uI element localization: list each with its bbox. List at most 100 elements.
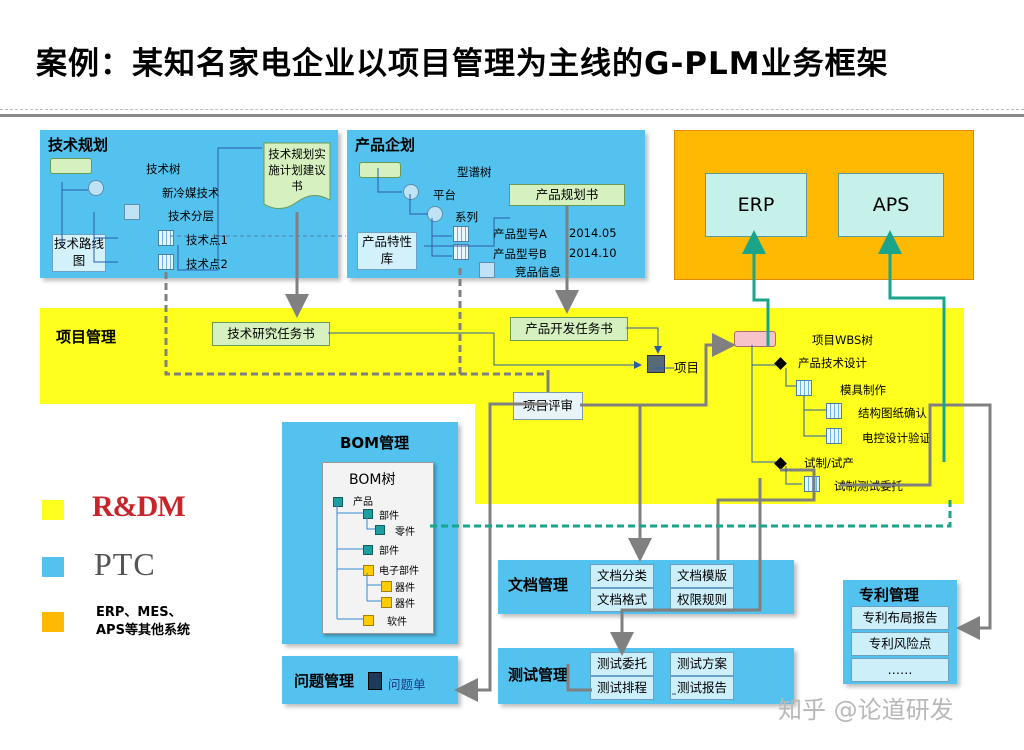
patent-layout-box: 专利布局报告 bbox=[851, 606, 949, 630]
doc-category-label: 文档分类 bbox=[596, 568, 647, 583]
tech-plan-document: 技术规划实施计划建议书 bbox=[263, 142, 331, 212]
project-label: 项目 bbox=[674, 360, 700, 375]
doc-template-box: 文档模版 bbox=[670, 564, 734, 588]
wbs-tech-design-label: 产品技术设计 bbox=[798, 356, 867, 370]
test-report-box: 测试报告 bbox=[670, 676, 734, 700]
bom-electronic-label: 电子部件 bbox=[379, 566, 419, 577]
bom-part-icon bbox=[375, 525, 385, 535]
issue-mgmt-panel: 问题管理 问题单 bbox=[282, 656, 458, 704]
doc-format-box: 文档格式 bbox=[590, 588, 654, 612]
model-b-date: 2014.10 bbox=[569, 246, 617, 260]
wbs-trial-label: 试制/试产 bbox=[804, 456, 854, 470]
tech-node-icon bbox=[88, 180, 104, 196]
test-mgmt-header: 测试管理 bbox=[508, 666, 569, 684]
patent-risk-label: 专利风险点 bbox=[868, 636, 932, 651]
patent-risk-box: 专利风险点 bbox=[851, 632, 949, 656]
page-title: 案例：某知名家电企业以项目管理为主线的G-PLM业务框架 bbox=[36, 46, 889, 82]
legend-other-swatch bbox=[42, 612, 64, 632]
doc-permission-box: 权限规则 bbox=[670, 588, 734, 612]
doc-category-box: 文档分类 bbox=[590, 564, 654, 588]
dev-task-box: 产品开发任务书 bbox=[510, 317, 628, 341]
bom-product-icon bbox=[333, 497, 343, 507]
product-feature-lib-box: 产品特性库 bbox=[357, 232, 417, 270]
series-label: 系列 bbox=[455, 210, 478, 224]
bom-mgmt-header: BOM管理 bbox=[340, 434, 410, 452]
mold-task-icon bbox=[796, 380, 812, 396]
bom-product-label: 产品 bbox=[353, 497, 373, 508]
doc-mgmt-panel: 文档管理 文档分类 文档模版 文档格式 权限规则 bbox=[498, 560, 794, 614]
product-plan-book-label: 产品规划书 bbox=[535, 187, 599, 202]
bom-software-icon bbox=[363, 615, 374, 626]
rdm-logo: R&DM bbox=[92, 490, 186, 524]
test-request-box: 测试委托 bbox=[590, 652, 654, 676]
legend-ptc-swatch bbox=[42, 557, 64, 577]
patent-layout-label: 专利布局报告 bbox=[862, 610, 938, 625]
research-task-label: 技术研究任务书 bbox=[227, 326, 315, 341]
tech-point2-icon bbox=[158, 254, 174, 270]
platform-label: 平台 bbox=[433, 188, 456, 202]
legend-other-label: ERP、MES、APS等其他系统 bbox=[96, 605, 190, 638]
bom-tree-card: BOM树 产品 部件 零件 部件 电子部件 器件 器件 软件 bbox=[322, 462, 434, 634]
tech-point1-label: 技术点1 bbox=[186, 233, 228, 247]
drawing-confirm-icon bbox=[826, 403, 842, 419]
watermark: 知乎 @论道研发 bbox=[778, 696, 954, 724]
test-request-label: 测试委托 bbox=[596, 656, 647, 671]
tech-tree-label: 技术树 bbox=[146, 162, 181, 176]
bom-tree-title: BOM树 bbox=[349, 472, 396, 488]
tech-point2-label: 技术点2 bbox=[186, 257, 228, 271]
patent-mgmt-panel: 专利管理 专利布局报告 专利风险点 …… bbox=[843, 580, 957, 684]
doc-permission-label: 权限规则 bbox=[676, 592, 727, 607]
model-b-icon bbox=[453, 244, 469, 260]
bom-device1-icon bbox=[381, 581, 392, 592]
patent-mgmt-header: 专利管理 bbox=[859, 586, 920, 604]
bom-mgmt-panel: BOM管理 BOM树 产品 部件 零件 部件 电子部件 器件 器件 软件 bbox=[282, 422, 458, 644]
doc-format-label: 文档格式 bbox=[596, 592, 647, 607]
patent-more-box: …… bbox=[851, 658, 949, 682]
patent-more-label: …… bbox=[887, 662, 913, 677]
model-a-date: 2014.05 bbox=[569, 226, 617, 240]
issue-icon bbox=[368, 672, 382, 690]
ptc-logo-text: PTC bbox=[94, 546, 156, 582]
issue-mgmt-header: 问题管理 bbox=[294, 672, 355, 690]
competitor-icon bbox=[479, 262, 495, 278]
issue-ticket-label: 问题单 bbox=[388, 677, 426, 692]
tech-roadmap-label: 技术路线图 bbox=[53, 236, 104, 268]
research-task-box: 技术研究任务书 bbox=[212, 322, 330, 346]
model-a-icon bbox=[453, 226, 469, 242]
bom-device2-label: 器件 bbox=[395, 599, 415, 610]
spectrum-tree-label: 型谱树 bbox=[457, 165, 492, 179]
tech-layer-icon bbox=[124, 204, 140, 220]
project-mgmt-header: 项目管理 bbox=[56, 328, 117, 346]
spectrum-tree-root-node bbox=[359, 162, 401, 178]
wbs-mold-label: 模具制作 bbox=[840, 383, 886, 397]
tech-planning-header: 技术规划 bbox=[48, 136, 109, 154]
bom-device2-icon bbox=[381, 597, 392, 608]
test-report-label: 测试报告 bbox=[676, 680, 727, 695]
dev-task-label: 产品开发任务书 bbox=[525, 321, 613, 336]
bom-electronic-icon bbox=[363, 565, 374, 576]
product-feature-lib-label: 产品特性库 bbox=[361, 234, 412, 266]
test-mgmt-panel: 测试管理 测试委托 测试方案 测试排程 测试报告 bbox=[498, 648, 794, 704]
bom-part-label: 零件 bbox=[395, 527, 415, 538]
tech-plan-document-label: 技术规划实施计划建议书 bbox=[268, 147, 326, 193]
bom-software-label: 软件 bbox=[387, 617, 407, 628]
product-plan-book-box: 产品规划书 bbox=[509, 184, 625, 206]
test-schedule-box: 测试排程 bbox=[590, 676, 654, 700]
aps-label: APS bbox=[872, 194, 910, 216]
aps-box: APS bbox=[838, 173, 944, 237]
bom-component-label: 部件 bbox=[379, 511, 399, 522]
doc-template-label: 文档模版 bbox=[676, 568, 727, 583]
title-divider bbox=[0, 114, 1024, 117]
erp-label: ERP bbox=[737, 194, 775, 216]
control-verify-icon bbox=[826, 428, 842, 444]
product-planning-panel: 产品企划 型谱树 平台 系列 产品型号A 2014.05 产品型号B 2014.… bbox=[347, 130, 645, 279]
tech-layer-label: 技术分层 bbox=[168, 209, 214, 223]
model-b-label: 产品型号B bbox=[493, 247, 547, 261]
wbs-drawing-label: 结构图纸确认 bbox=[858, 406, 927, 420]
wbs-control-label: 电控设计验证 bbox=[862, 431, 931, 445]
tech-point1-icon bbox=[158, 230, 174, 246]
bom-component2-label: 部件 bbox=[379, 546, 399, 557]
rdm-logo-text: R&DM bbox=[92, 490, 186, 523]
doc-mgmt-header: 文档管理 bbox=[508, 576, 569, 594]
